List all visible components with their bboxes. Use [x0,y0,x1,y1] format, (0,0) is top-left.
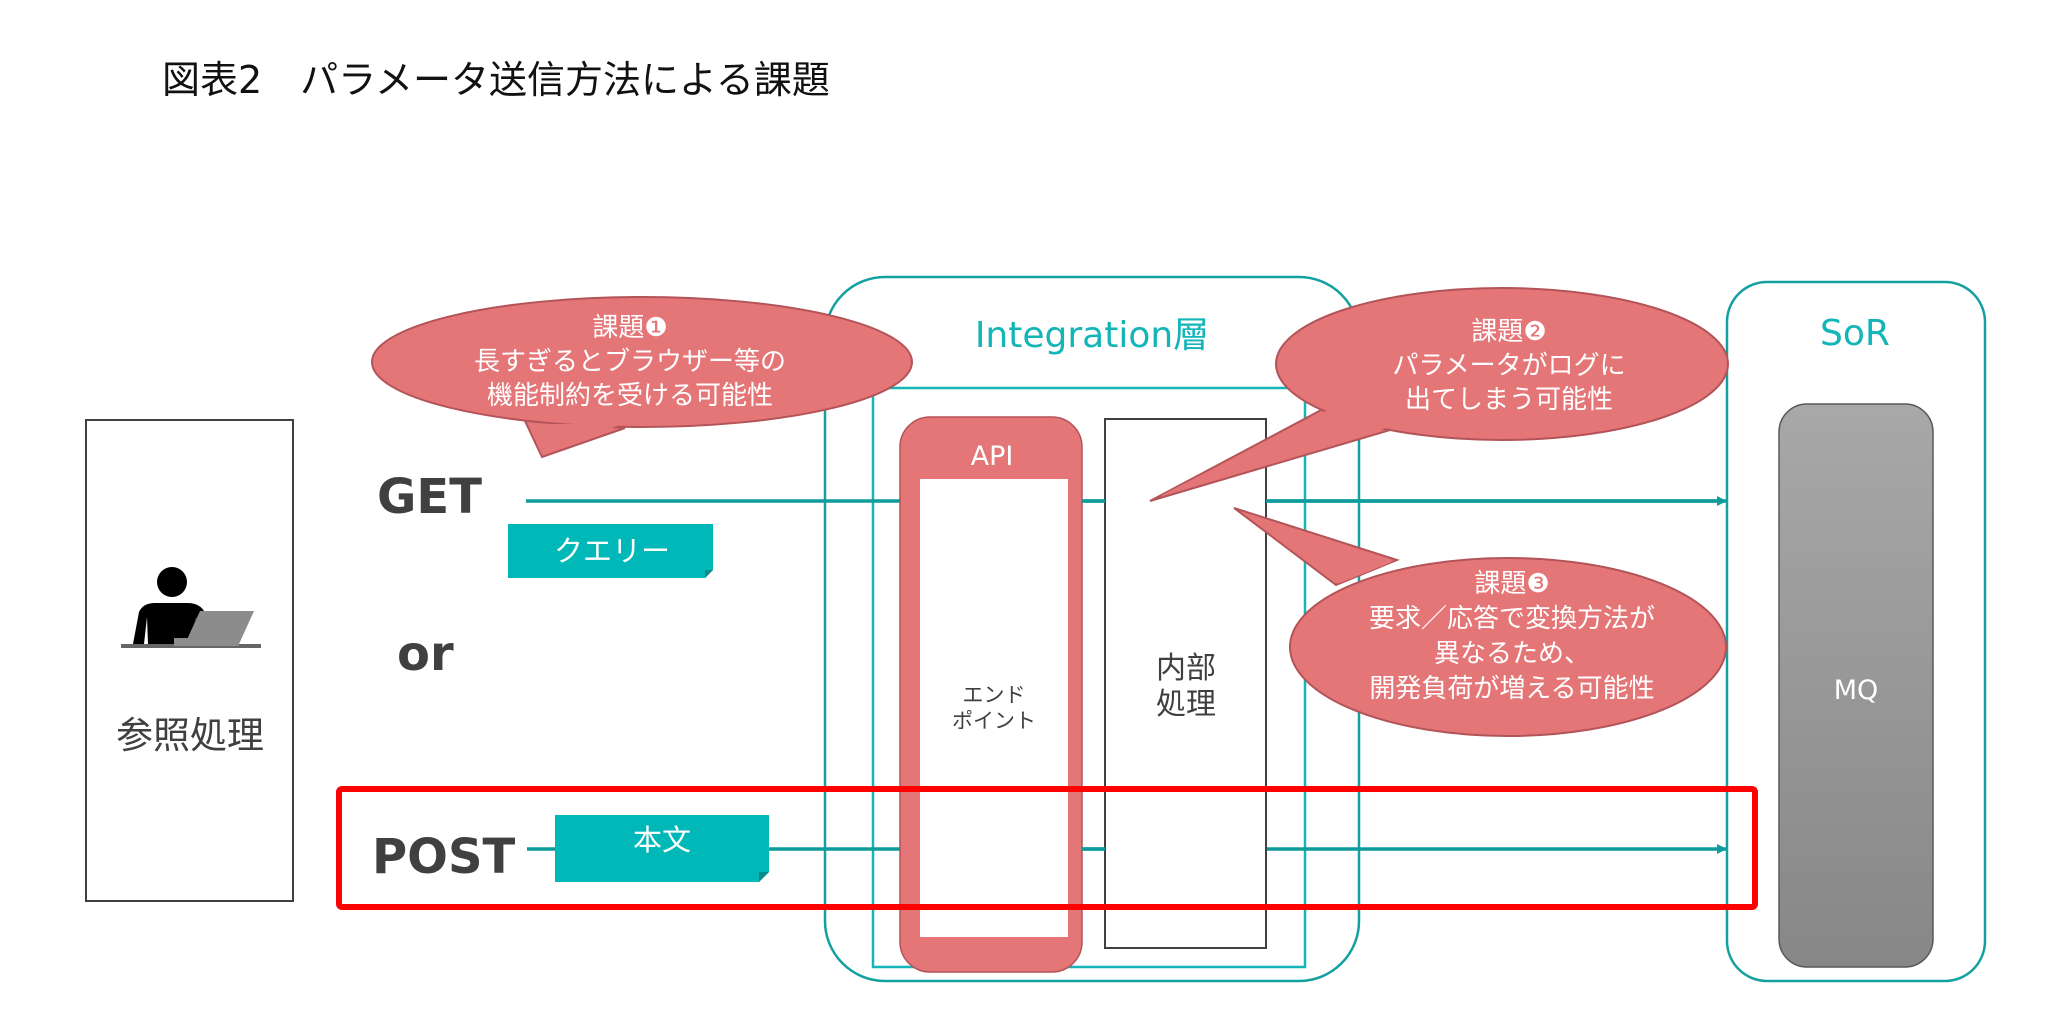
issue-bubble-3: 課題❸ 要求／応答で変換方法が 異なるため、 開発負荷が増える可能性 [1233,507,1727,737]
or-label: or [397,626,454,682]
figure-title: 図表2 パラメータ送信方法による課題 [162,58,830,102]
issue-bubble-2: 課題❷ パラメータがログに 出てしまう可能性 [1149,287,1729,502]
client-label: 参照処理 [116,714,264,757]
query-tag-label: クエリー [554,534,670,568]
issue-2-line2: 出てしまう可能性 [1405,385,1613,415]
post-label: POST [372,829,516,885]
sor-box: SoR MQ [1725,280,1987,983]
api-title: API [971,441,1014,472]
person-at-laptop-icon [121,567,261,648]
issue-3-line1: 要求／応答で変換方法が [1369,604,1655,634]
post-highlight-box [336,786,1758,910]
endpoint-label-line1: エンド [963,683,1026,707]
api-box: API エンド ポイント [899,416,1083,973]
issue-2-title: 課題❷ [1471,317,1546,347]
body-tag: 本文 [555,815,769,882]
internal-process-line2: 処理 [1156,687,1216,722]
issue-3-line3: 開発負荷が増える可能性 [1369,674,1654,704]
endpoint-label-line2: ポイント [952,709,1036,733]
issue-3-line2: 異なるため、 [1434,639,1590,669]
issue-2-line1: パラメータがログに [1392,351,1625,381]
integration-layer-title: Integration層 [975,315,1209,356]
get-label: GET [377,469,482,525]
issue-1-line1: 長すぎるとブラウザー等の [474,347,786,377]
issue-1-title: 課題❶ [592,313,667,343]
body-tag-label: 本文 [633,823,691,857]
internal-process-box: 内部 処理 [1104,418,1267,949]
internal-process-line1: 内部 [1156,651,1216,686]
query-tag: クエリー [508,524,713,578]
mq-box [1778,403,1934,968]
sor-title: SoR [1820,313,1890,354]
client-box: 参照処理 [85,419,294,902]
mq-label: MQ [1834,675,1879,706]
issue-3-title: 課題❸ [1474,569,1549,599]
issue-1-line2: 機能制約を受ける可能性 [487,381,773,411]
issue-bubble-1: 課題❶ 長すぎるとブラウザー等の 機能制約を受ける可能性 [371,296,913,459]
